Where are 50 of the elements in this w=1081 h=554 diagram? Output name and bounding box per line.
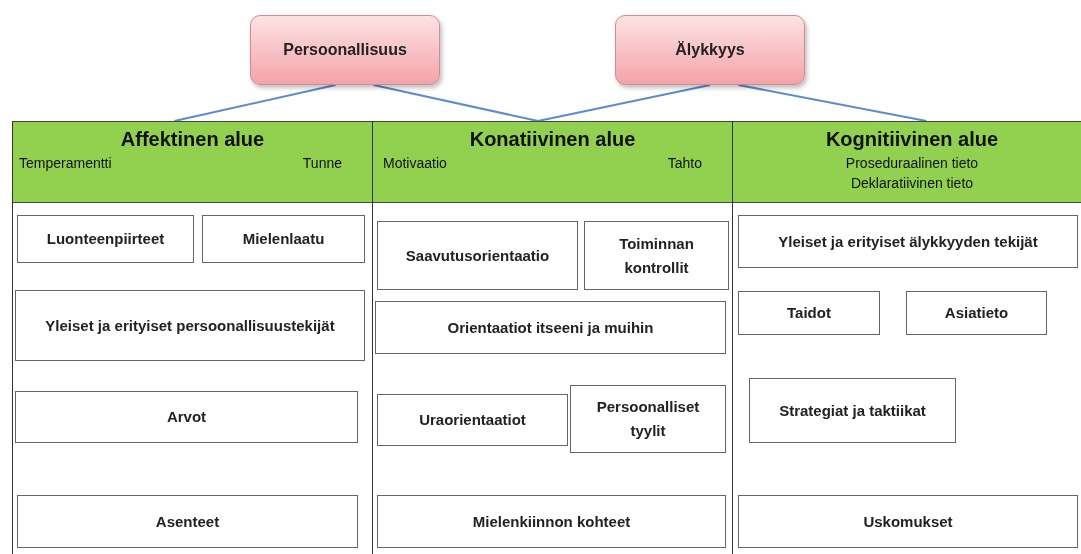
box-label: Asenteet	[155, 511, 220, 532]
column-heading: Kognitiivinen alue	[824, 128, 1000, 151]
category-box	[584, 221, 729, 290]
box-label: Luonteenpiirteet	[46, 229, 165, 249]
connector-line	[173, 84, 337, 122]
column-heading: Affektinen alue	[119, 128, 266, 151]
category-box	[15, 290, 365, 361]
category-box	[738, 291, 880, 335]
category-box	[377, 221, 578, 290]
column-subheading: Motivaatio	[383, 155, 447, 171]
box-label: Mielenlaatu	[242, 229, 325, 249]
box-label: Älykkyys	[675, 40, 745, 61]
category-box	[377, 495, 726, 548]
box-label: Mielenkiinnon kohteet	[472, 511, 631, 532]
column-subheading: Proseduraalinen tieto	[844, 155, 980, 171]
connector-line	[537, 84, 711, 122]
category-box	[738, 215, 1078, 268]
category-box	[15, 391, 358, 443]
box-label: Persoonallisuus	[283, 40, 407, 61]
column-subheading: Temperamentti	[19, 155, 112, 171]
column-heading: Konatiivinen alue	[468, 128, 637, 151]
column-subheading: Deklaratiivinen tieto	[849, 175, 975, 191]
box-label: Strategiat ja taktiikat	[779, 400, 926, 421]
category-box	[17, 215, 194, 263]
category-box	[17, 495, 358, 548]
box-label: Uskomukset	[863, 511, 953, 532]
connector-line	[372, 84, 540, 122]
box-label: Yleiset ja erityiset älykkyyden tekijät	[778, 231, 1038, 252]
domain-column	[12, 121, 373, 554]
column-subheading: Tahto	[667, 155, 702, 171]
box-label: Orientaatiot itseeni ja muihin	[447, 317, 654, 338]
box-label: Arvot	[166, 407, 207, 427]
box-label: Yleiset ja erityiset persoonallisuustekijät	[45, 315, 335, 336]
box-label: Saavutusorientaatio	[405, 245, 550, 266]
category-box	[738, 495, 1078, 548]
box-label: Persoonalliset tyylit	[595, 397, 701, 441]
category-box	[570, 385, 726, 453]
category-box	[377, 394, 568, 446]
category-box	[906, 291, 1047, 335]
box-label: Asiatieto	[944, 303, 1009, 323]
box-label: Toiminnan kontrollit	[618, 233, 695, 278]
concept-box	[250, 15, 440, 85]
box-label: Uraorientaatiot	[419, 410, 526, 430]
column-subheading: Tunne	[302, 155, 342, 171]
category-box	[375, 301, 726, 354]
connector-line	[737, 84, 928, 122]
category-box	[202, 215, 365, 263]
concept-box	[615, 15, 805, 85]
box-label: Taidot	[787, 303, 831, 323]
category-box	[749, 378, 956, 443]
